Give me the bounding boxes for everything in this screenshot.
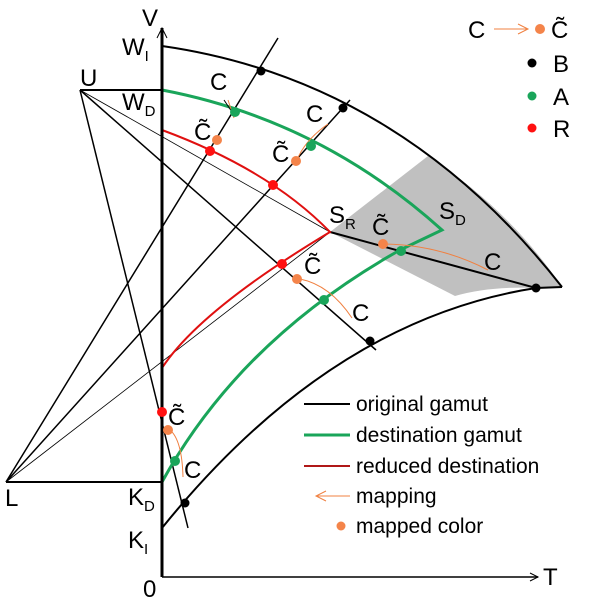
- point-b-4: [365, 336, 375, 346]
- key-b-dot: [527, 58, 537, 68]
- key-from-label: C: [468, 17, 485, 44]
- points-r: [157, 146, 287, 417]
- point-r-4: [157, 407, 167, 417]
- c-tilde-label-4: C̃: [304, 253, 321, 280]
- w-i-sub: I: [145, 48, 149, 65]
- point-b-1: [256, 66, 266, 76]
- legend-mapping-label: mapping: [356, 485, 437, 508]
- c-tilde-label-2: C̃: [272, 141, 289, 168]
- mapping-arrow-5: [169, 429, 184, 478]
- original-gamut-lower: [161, 286, 563, 529]
- mapped-color-3: [378, 239, 388, 249]
- mapped-color-5: [163, 425, 173, 435]
- k-i-sub: I: [144, 541, 148, 558]
- c-tilde-label-1: C̃: [194, 119, 211, 146]
- k-i-main: K: [128, 527, 144, 554]
- s-d-sub: D: [455, 212, 466, 229]
- legend-destination-label: destination gamut: [356, 424, 522, 447]
- u-to-line-2: [79, 89, 377, 351]
- c-label-3: C: [484, 249, 501, 276]
- s-d-main: S: [439, 198, 455, 225]
- sr-to-t-line: [329, 231, 537, 289]
- key-a-label: A: [553, 84, 569, 111]
- point-b-2: [338, 103, 348, 113]
- point-b-3: [531, 283, 541, 293]
- c-label-5: C: [184, 457, 201, 484]
- c-tilde-label-5: C̃: [168, 404, 185, 431]
- point-r-1: [205, 146, 215, 156]
- w-d-label: WD: [122, 89, 156, 120]
- point-b-5: [180, 498, 190, 508]
- k-d-sub: D: [144, 498, 155, 515]
- k-d-main: K: [128, 484, 144, 511]
- key-r-dot: [527, 123, 537, 133]
- key: C C̃ B A R: [468, 17, 570, 143]
- c-tilde-label-3: C̃: [372, 214, 389, 241]
- legend-original-label: original gamut: [356, 393, 488, 416]
- mapped-color-2: [291, 156, 301, 166]
- c-label-1: C: [210, 69, 227, 96]
- k-i-label: KI: [128, 527, 148, 558]
- cusp-region: [330, 156, 562, 296]
- k-d-label: KD: [128, 484, 155, 515]
- point-a-3: [396, 246, 406, 256]
- v-axis-arrow-icon: [156, 26, 168, 39]
- construction-lines: [5, 37, 537, 529]
- legend-mapped-dot: [336, 521, 346, 531]
- w-i-label: WI: [122, 34, 149, 65]
- u-to-sr-line: [79, 89, 331, 233]
- mapped-color-1: [212, 135, 222, 145]
- key-arrow-head-icon: [517, 23, 530, 35]
- t-axis-label: T: [543, 564, 558, 591]
- s-r-sub: R: [345, 216, 356, 233]
- c-label-4: C: [352, 300, 369, 327]
- point-a-4: [319, 295, 329, 305]
- w-d-sub: D: [145, 103, 156, 120]
- mapping-arrows: [169, 99, 489, 478]
- point-r-3: [277, 259, 287, 269]
- l-to-sr-line: [5, 231, 331, 483]
- u-to-line-3: [79, 89, 189, 529]
- key-to-label: C̃: [551, 17, 568, 44]
- u-label: U: [80, 65, 97, 92]
- legend-mapped-label: mapped color: [356, 515, 483, 538]
- mapping-arrow-3: [384, 243, 489, 271]
- key-r-label: R: [553, 116, 570, 143]
- s-r-label: SR: [329, 202, 356, 233]
- key-mapped-dot: [535, 24, 545, 34]
- origin-label: 0: [143, 576, 156, 600]
- l-label: L: [5, 485, 18, 512]
- t-axis-arrow-icon: [529, 572, 540, 582]
- legend: original gamut destination gamut reduced…: [304, 393, 539, 538]
- point-a-5: [170, 456, 180, 466]
- points-b: [180, 66, 541, 508]
- legend-mapping-arrow-icon: [314, 490, 327, 502]
- w-i-main: W: [122, 34, 145, 61]
- points-a: [170, 107, 406, 466]
- original-gamut-upper: [161, 45, 563, 288]
- w-d-main: W: [122, 89, 145, 116]
- key-a-dot: [527, 91, 537, 101]
- v-axis-label: V: [142, 5, 158, 32]
- mapping-arrow-4: [299, 278, 353, 319]
- point-a-2: [306, 141, 316, 151]
- reduced-destination: [161, 90, 332, 482]
- s-d-label: SD: [439, 198, 466, 229]
- c-label-2: C: [306, 101, 323, 128]
- point-r-2: [268, 180, 278, 190]
- s-r-main: S: [329, 202, 345, 229]
- mapped-colors: [163, 135, 388, 435]
- legend-reduced-label: reduced destination: [356, 455, 539, 478]
- mapped-color-4: [292, 274, 302, 284]
- point-a-1: [230, 107, 240, 117]
- key-b-label: B: [553, 51, 569, 78]
